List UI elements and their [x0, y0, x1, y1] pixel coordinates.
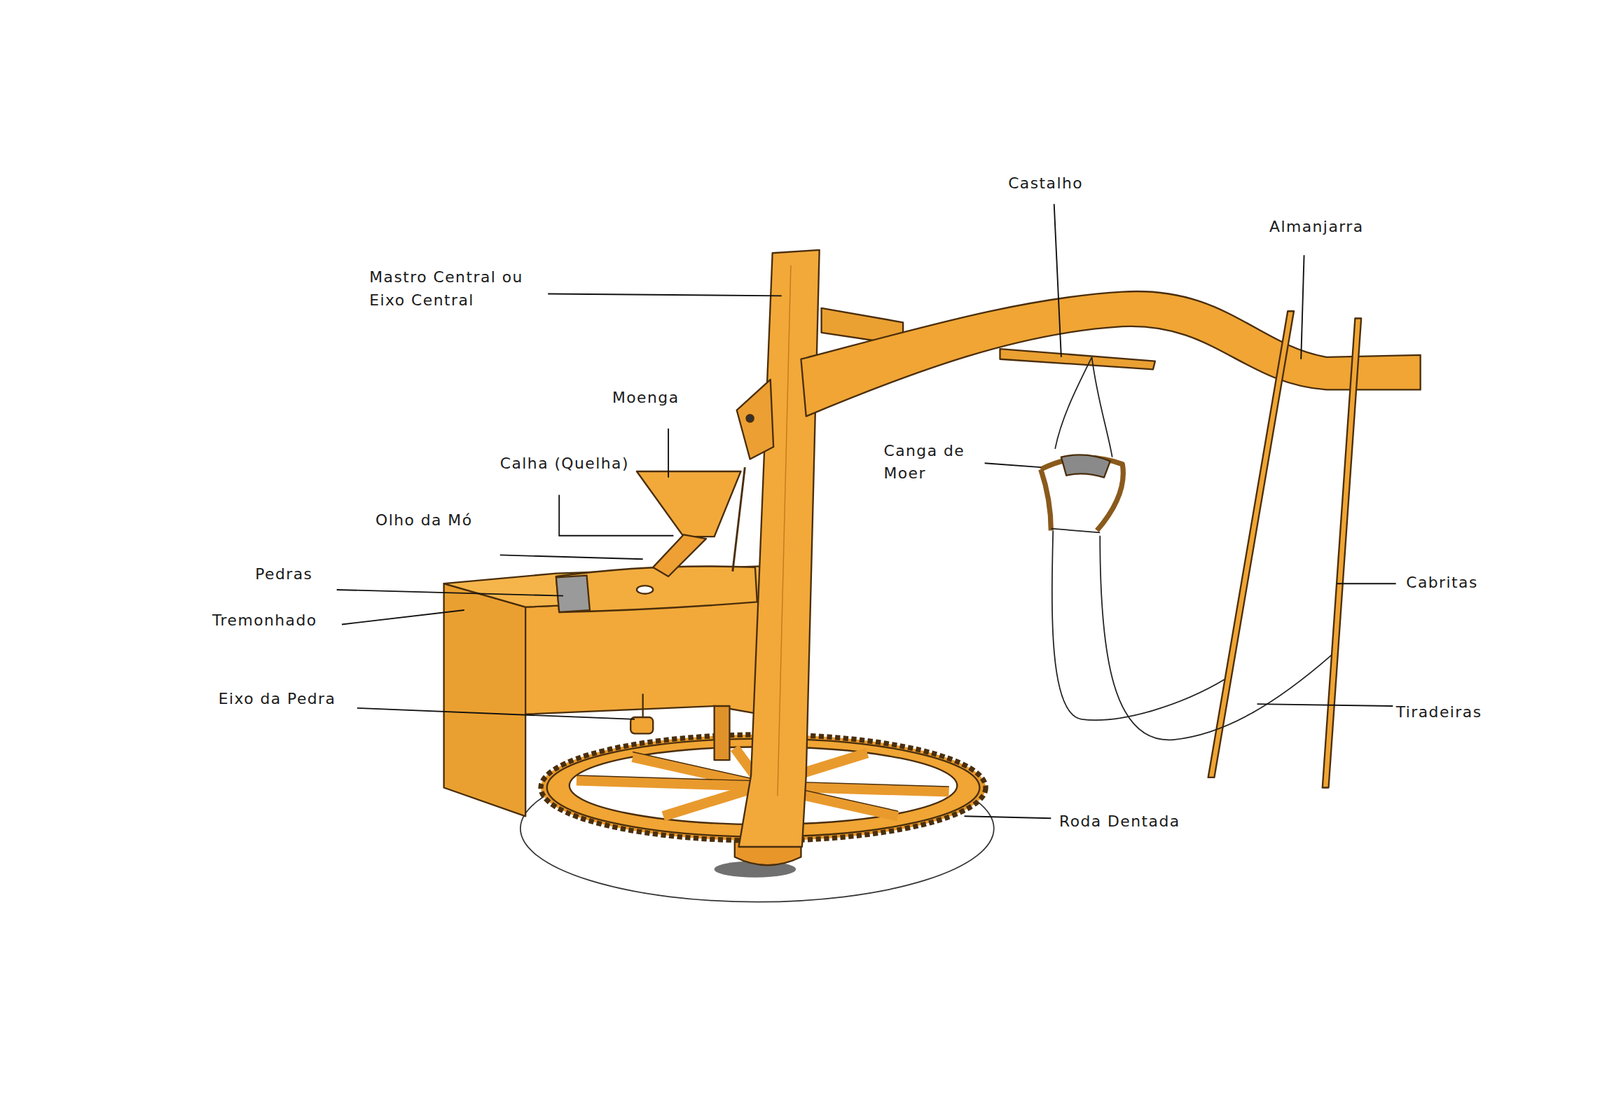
part-label: Mastro Central ou Eixo Central [369, 267, 543, 312]
part-label: Tiradeiras [1396, 701, 1519, 725]
part-label: Canga de Moer [883, 440, 981, 485]
yoke-pad [1061, 454, 1111, 478]
mast-grain [777, 265, 791, 796]
hopper-rod [732, 467, 745, 572]
hopper [636, 471, 742, 537]
millstone [556, 566, 758, 613]
part-label: Cabritas [1405, 572, 1519, 595]
part-label: Moenga [612, 388, 705, 411]
stone-eye [636, 585, 653, 595]
stone-axle [642, 694, 644, 720]
housing-inner-leg [714, 706, 730, 761]
part-label: Olho da Mó [375, 509, 508, 533]
housing-leg [444, 583, 527, 817]
chute [652, 534, 707, 577]
part-label: Pedras [254, 564, 337, 588]
sweep-beam [800, 291, 1420, 417]
part-label: Eixo da Pedra [218, 688, 362, 712]
central-mast [739, 250, 820, 847]
pole [1322, 318, 1362, 788]
part-label: Roda Dentada [1059, 811, 1223, 834]
part-label: Castalho [1008, 173, 1121, 197]
ropes [1052, 357, 1332, 741]
pole [1208, 311, 1294, 778]
mast-block [736, 379, 774, 460]
mast-bolt [746, 414, 754, 422]
part-label: Calha (Quelha) [500, 453, 644, 476]
part-label: Tremonhado [212, 610, 345, 633]
stone-edge [556, 575, 590, 613]
leader-lines [336, 203, 1397, 819]
part-label: Almanjarra [1269, 216, 1402, 239]
castalho-stick [999, 348, 1155, 370]
